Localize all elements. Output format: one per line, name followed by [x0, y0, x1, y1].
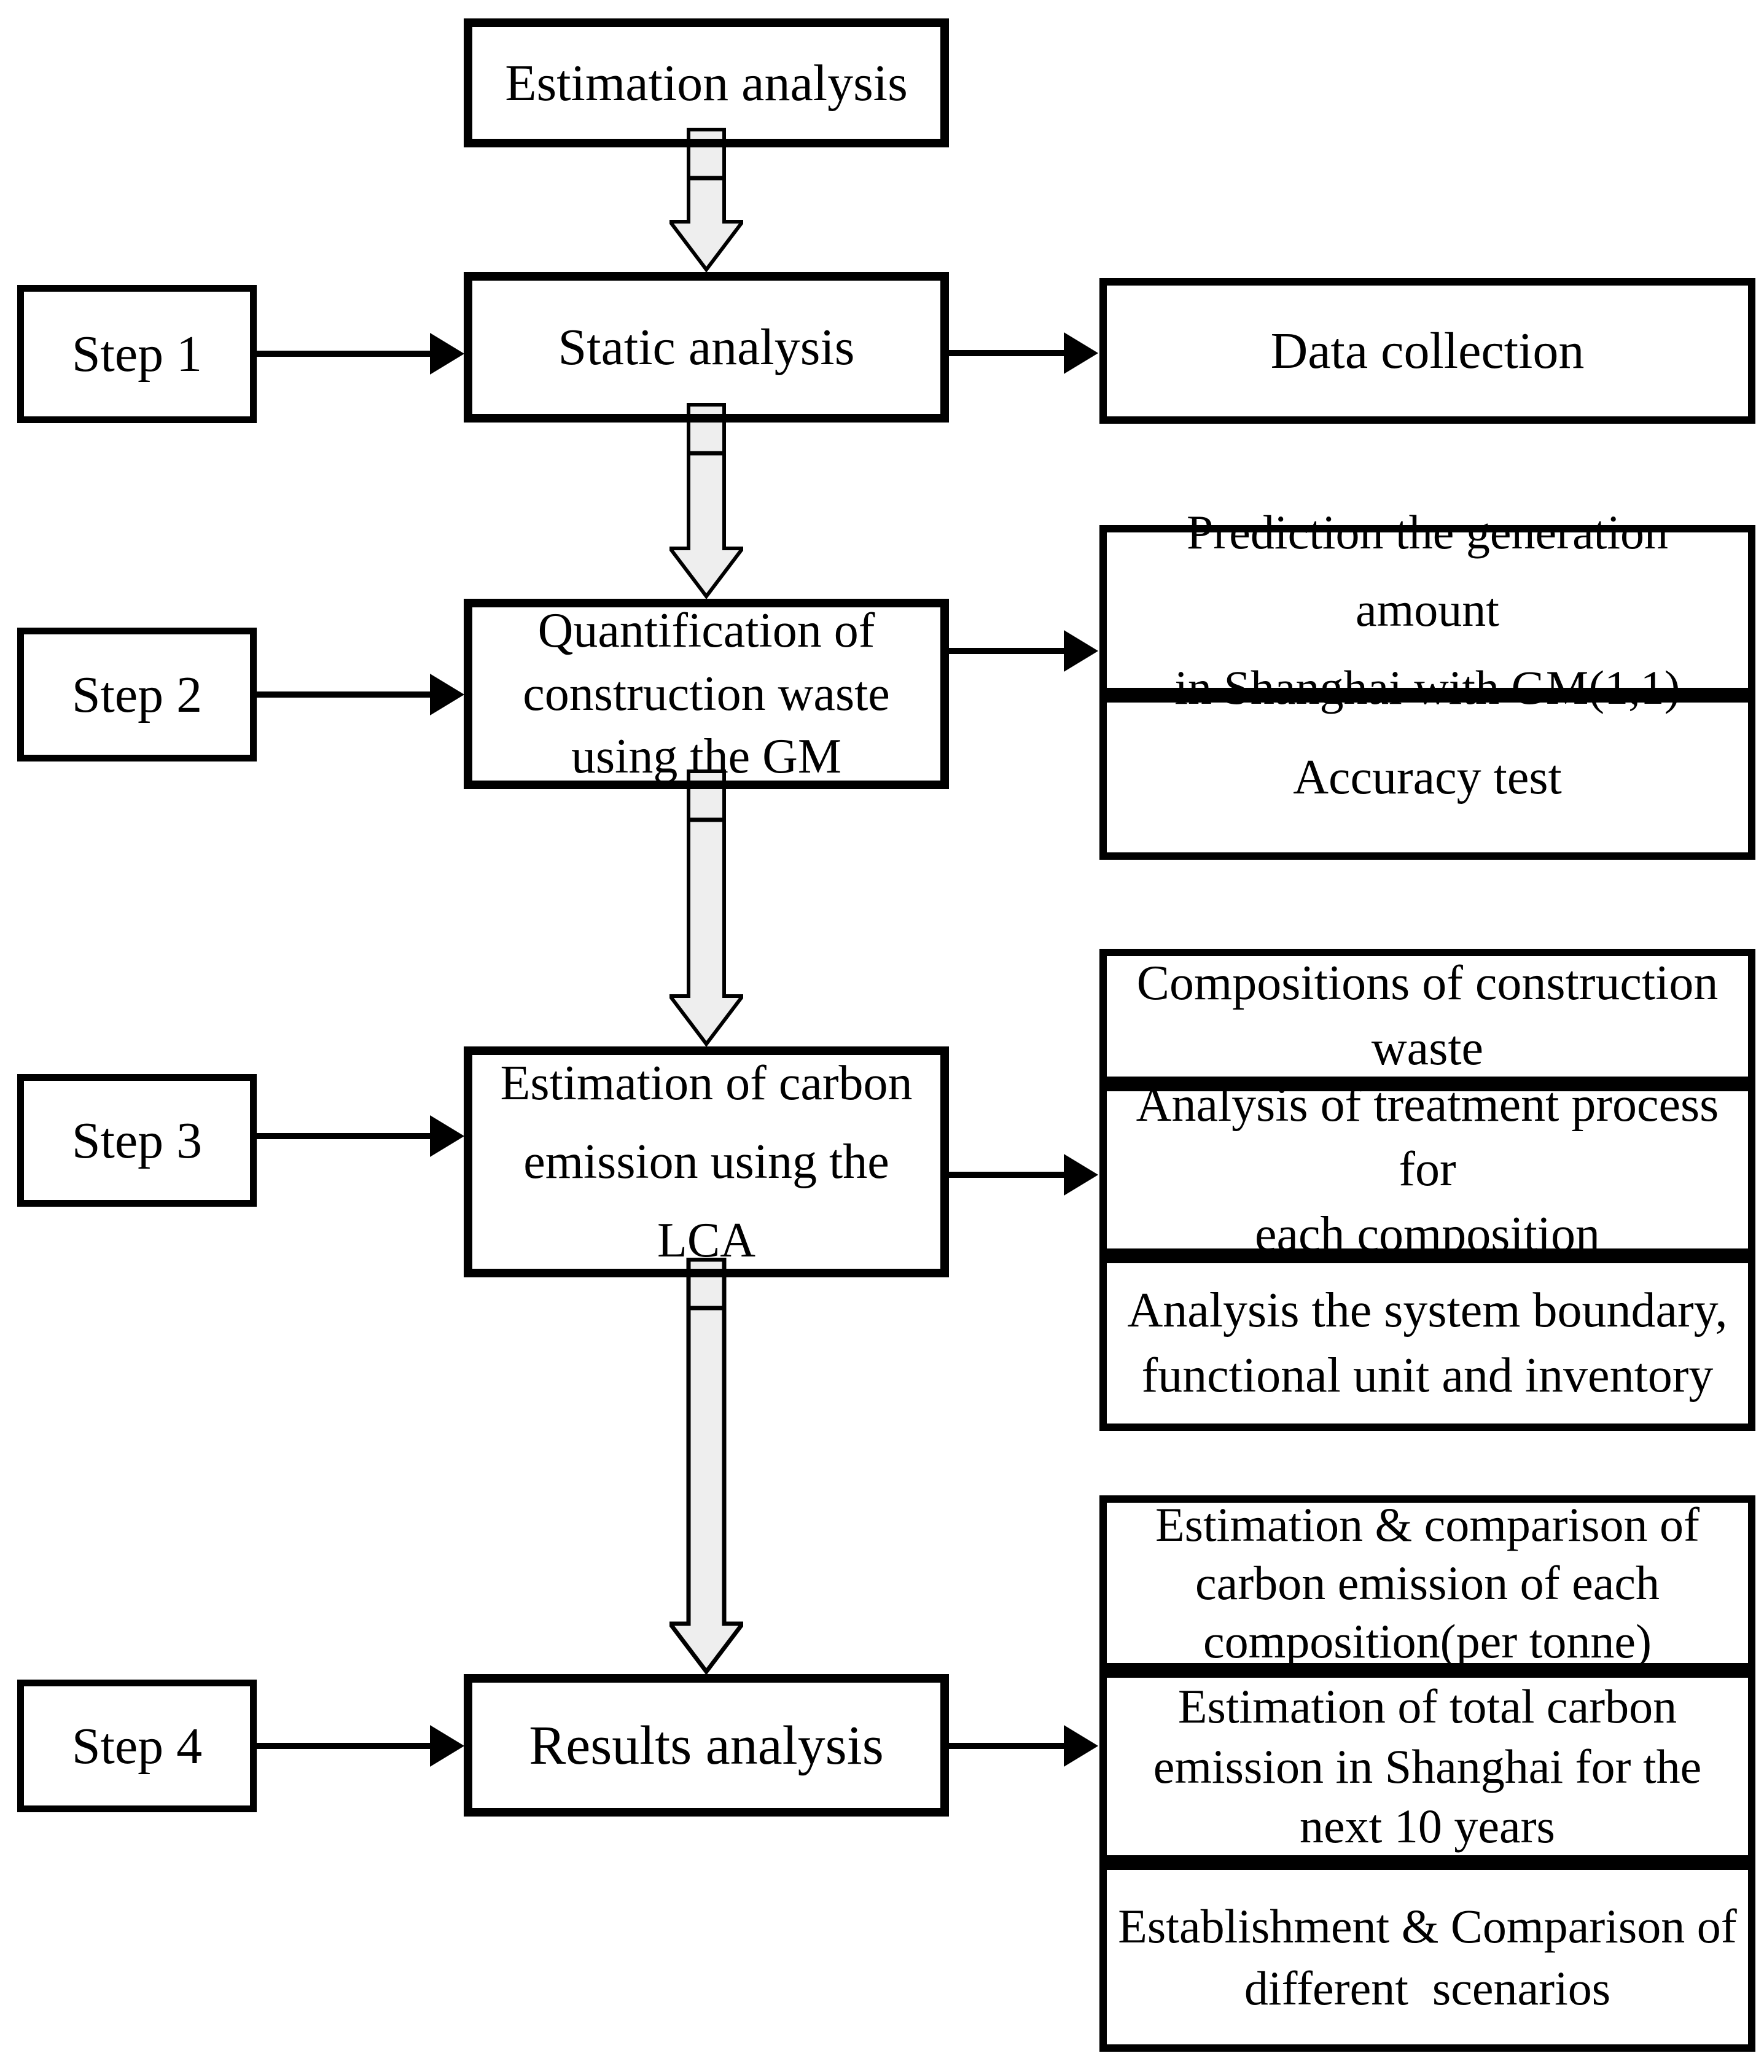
- scenarios-box: Establishment & Comparison of different …: [1099, 1863, 1755, 2052]
- treatment-process-label: Analysis of treatment process for each c…: [1136, 1077, 1719, 1261]
- compositions-box: Compositions of construction waste: [1099, 949, 1755, 1084]
- step-3-label: Step 3: [71, 1112, 203, 1169]
- total-emission-label: Estimation of total carbon emission in S…: [1153, 1680, 1702, 1853]
- system-boundary-box: Analysis the system boundary, functional…: [1099, 1256, 1755, 1431]
- right-arrow-static-to-data: [949, 332, 1098, 374]
- arrowhead-icon: [430, 1725, 464, 1767]
- treatment-process-box: Analysis of treatment process for each c…: [1099, 1078, 1755, 1261]
- accuracy-test-label: Accuracy test: [1293, 750, 1562, 804]
- right-arrow-step1-to-static: [257, 333, 464, 375]
- down-block-arrow-shape: [669, 1258, 743, 1674]
- results-analysis-label: Results analysis: [529, 1715, 884, 1776]
- down-block-arrow-1: [669, 128, 743, 272]
- arrowhead-icon: [1064, 332, 1098, 374]
- estimation-comparison-box: Estimation & comparison of carbon emissi…: [1099, 1495, 1755, 1670]
- down-block-arrow-shape: [669, 403, 743, 599]
- down-block-arrow-2: [669, 403, 743, 599]
- prediction-gm-label: Prediction the generation amount in Shan…: [1174, 505, 1680, 714]
- right-arrow-step4-to-results: [257, 1725, 464, 1767]
- arrowhead-icon: [430, 333, 464, 375]
- arrowhead-icon: [1064, 1154, 1098, 1196]
- step-3-box: Step 3: [17, 1074, 257, 1207]
- quantification-gm-label: Quantification of construction waste usi…: [523, 604, 890, 784]
- right-arrow-lca-to-outputs: [949, 1154, 1098, 1196]
- step-4-box: Step 4: [17, 1680, 257, 1812]
- data-collection-box: Data collection: [1099, 278, 1755, 424]
- estimation-analysis-label: Estimation analysis: [505, 54, 908, 112]
- step-2-label: Step 2: [71, 666, 203, 723]
- arrowhead-icon: [1064, 630, 1098, 672]
- estimation-lca-label: Estimation of carbon emission using the …: [500, 1056, 913, 1268]
- compositions-label: Compositions of construction waste: [1136, 956, 1719, 1075]
- step-1-box: Step 1: [17, 285, 257, 423]
- prediction-gm-box: Prediction the generation amount in Shan…: [1099, 505, 1755, 714]
- arrowhead-icon: [430, 674, 464, 715]
- total-emission-box: Estimation of total carbon emission in S…: [1099, 1670, 1755, 1863]
- right-arrow-results-to-outputs: [949, 1725, 1098, 1767]
- step-1-label: Step 1: [71, 325, 203, 383]
- arrowhead-icon: [430, 1115, 464, 1157]
- data-collection-label: Data collection: [1270, 322, 1585, 380]
- step-4-label: Step 4: [71, 1717, 203, 1775]
- quantification-gm-box: Quantification of construction waste usi…: [464, 599, 949, 789]
- estimation-lca-box: Estimation of carbon emission using the …: [464, 1046, 949, 1277]
- estimation-analysis-box: Estimation analysis: [464, 18, 949, 147]
- scenarios-label: Establishment & Comparison of different …: [1118, 1899, 1737, 2015]
- down-block-arrow-4: [669, 1258, 743, 1674]
- static-analysis-label: Static analysis: [558, 319, 855, 376]
- arrowhead-icon: [1064, 1725, 1098, 1767]
- static-analysis-box: Static analysis: [464, 272, 949, 423]
- system-boundary-label: Analysis the system boundary, functional…: [1127, 1283, 1728, 1403]
- down-block-arrow-3: [669, 769, 743, 1046]
- right-arrow-step2-to-quantification: [257, 674, 464, 715]
- down-block-arrow-shape: [669, 769, 743, 1046]
- results-analysis-box: Results analysis: [464, 1674, 949, 1817]
- step-2-box: Step 2: [17, 628, 257, 761]
- accuracy-test-box: Accuracy test: [1099, 695, 1755, 860]
- estimation-comparison-label: Estimation & comparison of carbon emissi…: [1155, 1497, 1700, 1669]
- right-arrow-quantification-to-outputs: [949, 630, 1098, 672]
- right-arrow-step3-to-lca: [257, 1115, 464, 1157]
- down-block-arrow-shape: [669, 128, 743, 272]
